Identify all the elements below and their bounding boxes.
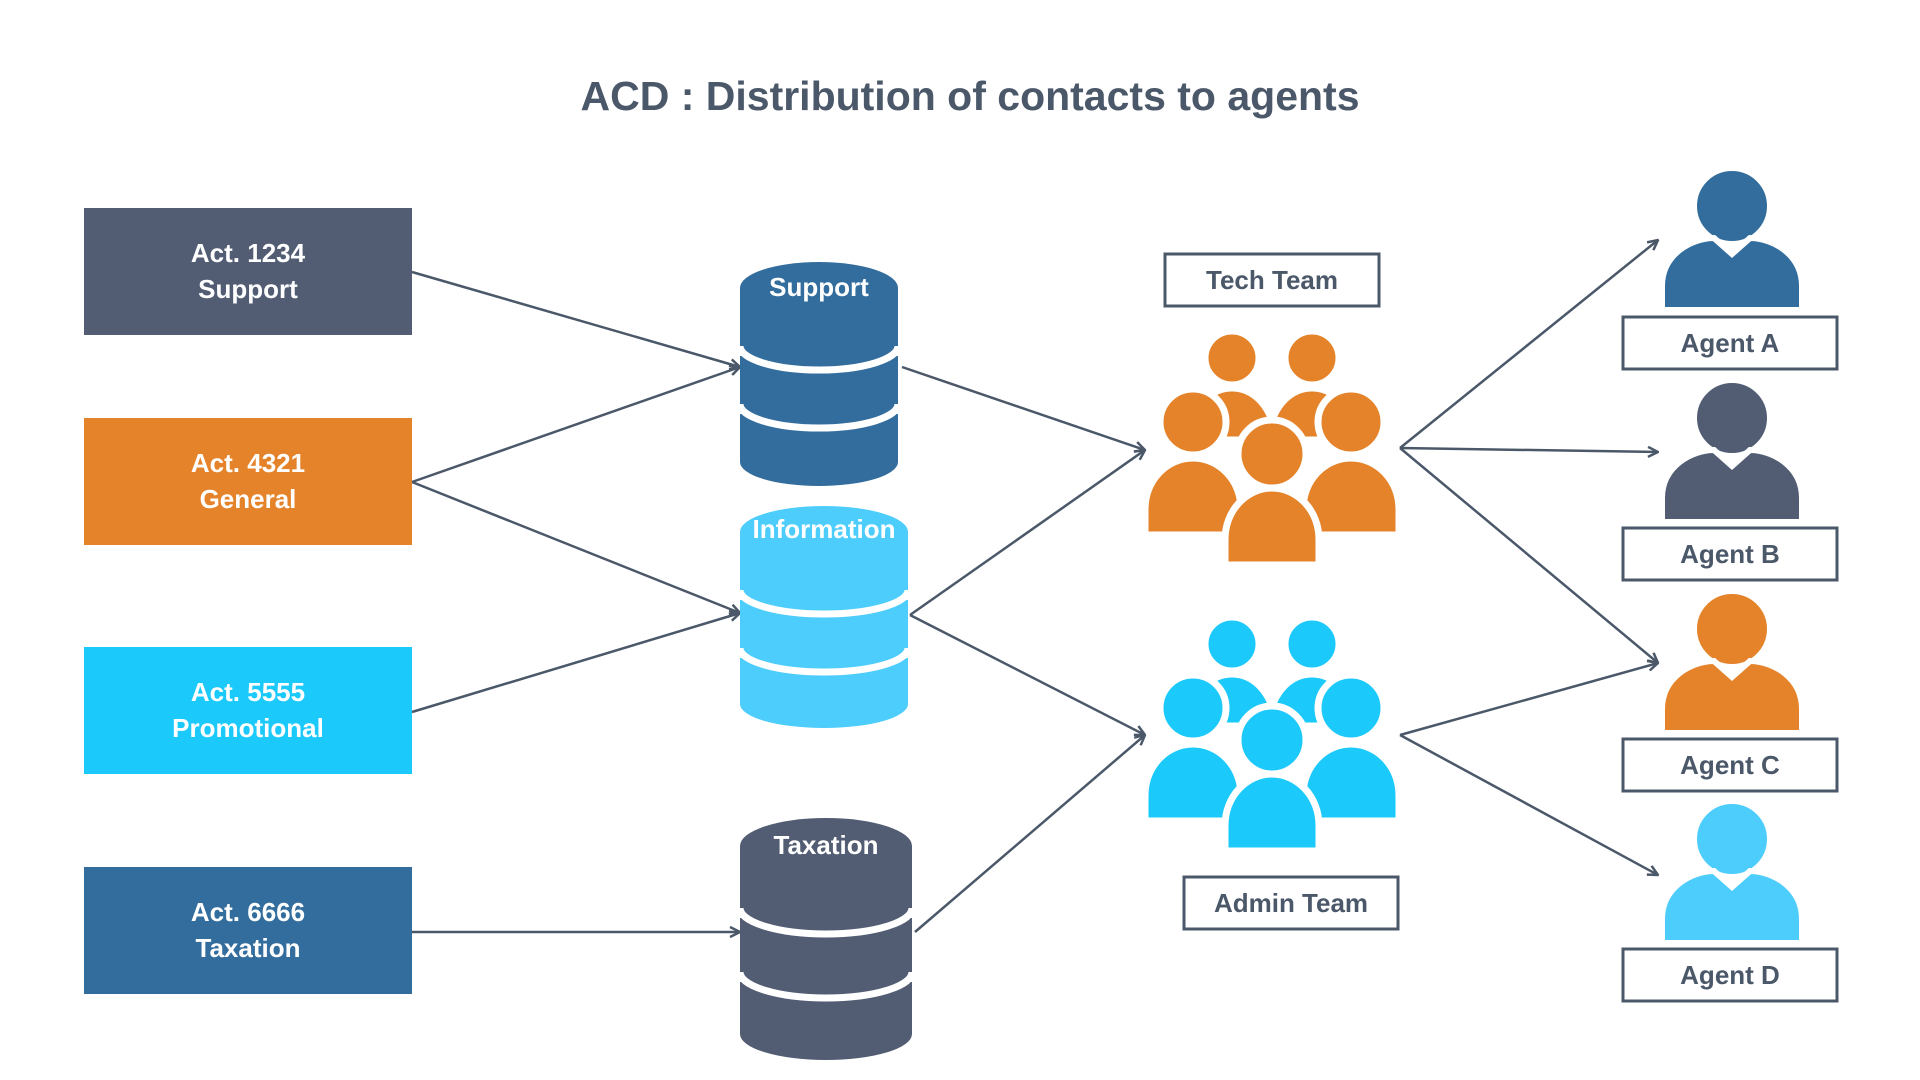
database-icon [736,262,902,486]
agent-a: Agent A [1621,165,1839,371]
person-icon [1659,165,1805,313]
database-label: Information [753,514,896,544]
activity-box-bg [84,647,412,774]
activity-name: Support [198,274,298,304]
agent-d: Agent D [1621,798,1839,1003]
activity-box-bg [84,208,412,335]
team-label: Admin Team [1214,888,1368,918]
group-icon [1141,327,1403,569]
connector-adminteam-agentc [1399,663,1658,737]
activity-box-4321: Act. 4321 General [84,418,412,545]
connector-act4321-support [411,367,740,484]
group-icon [1141,613,1403,855]
activity-code: Act. 5555 [191,677,305,707]
agent-c: Agent C [1621,588,1839,793]
agent-b: Agent B [1621,377,1839,582]
activity-code: Act. 6666 [191,897,305,927]
team-admin: Admin Team [1141,613,1403,931]
team-tech: Tech Team [1141,252,1403,569]
database-taxation: Taxation [736,818,916,1060]
activity-box-bg [84,867,412,994]
connector-techteam-agentc [1399,447,1658,663]
activity-box-6666: Act. 6666 Taxation [84,867,412,994]
agent-label: Agent C [1680,750,1780,780]
connector-techteam-agentb [1399,448,1658,452]
agent-label-box [1621,947,1839,1003]
activity-box-5555: Act. 5555 Promotional [84,647,412,774]
activity-code: Act. 1234 [191,238,306,268]
connector-act5555-information [411,613,740,714]
activity-name: General [200,484,297,514]
connector-layer [411,240,1658,933]
database-support: Support [736,262,902,486]
activity-box-1234: Act. 1234 Support [84,208,412,335]
agent-label: Agent B [1680,539,1780,569]
database-label: Support [769,272,869,302]
activity-code: Act. 4321 [191,448,305,478]
connector-act4321-information [411,480,740,613]
connector-information-adminteam [909,613,1145,735]
page-title: ACD : Distribution of contacts to agents [581,73,1360,119]
database-icon [736,506,912,728]
activity-name: Taxation [196,933,301,963]
person-icon [1659,798,1805,946]
team-label-box [1163,252,1381,308]
person-icon [1659,377,1805,525]
agent-label-box [1621,526,1839,582]
connector-techteam-agenta [1399,240,1658,449]
database-icon [736,818,916,1060]
person-icon [1659,588,1805,736]
connector-act1234-support [411,270,740,367]
agent-label-box [1621,315,1839,371]
activity-name: Promotional [172,713,324,743]
team-label-box [1182,875,1400,931]
activity-box-bg [84,418,412,545]
agent-label: Agent D [1680,960,1780,990]
connector-support-techteam [901,365,1145,450]
database-information: Information [736,506,912,728]
team-label: Tech Team [1206,265,1338,295]
connector-adminteam-agentd [1399,733,1658,875]
connector-information-techteam [909,450,1145,617]
agent-label: Agent A [1681,328,1780,358]
database-label: Taxation [774,830,879,860]
connector-taxation-adminteam [914,735,1145,933]
agent-label-box [1621,737,1839,793]
